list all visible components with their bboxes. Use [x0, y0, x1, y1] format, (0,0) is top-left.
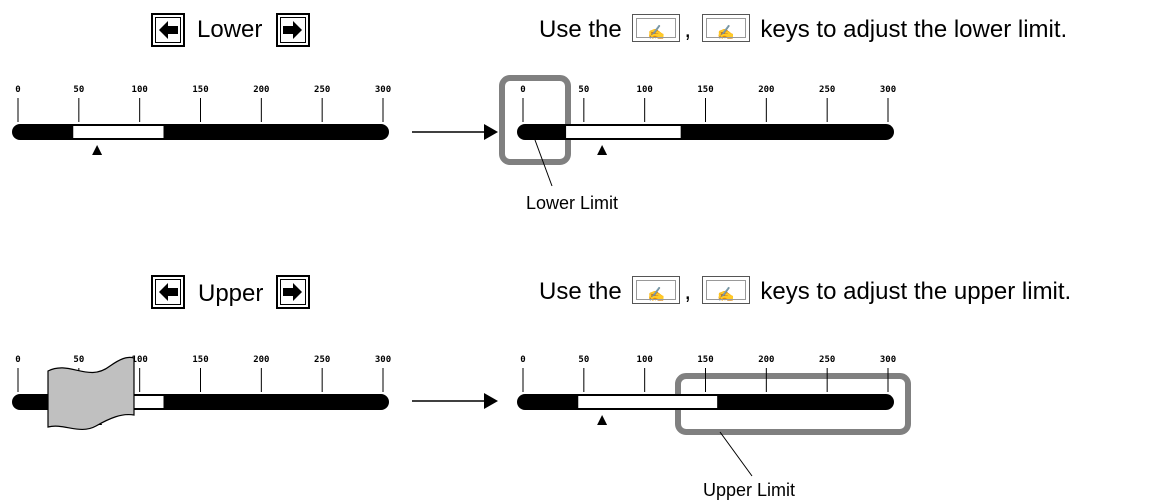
right-arrow-icon: [283, 21, 302, 39]
tick-label: 300: [375, 355, 391, 365]
bar-body: [12, 124, 389, 140]
tick-label: 0: [15, 355, 20, 365]
marker-triangle: [597, 415, 608, 425]
tick-label: 50: [73, 355, 84, 365]
upper-limit-label: Upper Limit: [703, 480, 796, 500]
upper-label: Upper: [198, 280, 264, 307]
edit-key-icon: ✍: [632, 275, 681, 304]
bar-window: [565, 125, 682, 139]
left-arrow-icon: [159, 283, 178, 301]
tick-label: 250: [314, 355, 330, 365]
transition-arrow-lower: [412, 124, 498, 140]
tick-label: 300: [375, 85, 391, 95]
scale-bar-lower-before: 0 50 100 150 200 250 300: [12, 85, 391, 155]
tick-label: 300: [880, 85, 896, 95]
edit-key-icon: ✍: [632, 13, 681, 42]
left-arrow-button-upper[interactable]: [151, 275, 185, 309]
marker-triangle: [92, 145, 103, 155]
lower-limit-leader: [534, 139, 553, 187]
upper-limit-leader: [719, 431, 753, 477]
bar-window: [72, 125, 165, 139]
tick-label: 250: [819, 355, 835, 365]
lower-limit-highlight: [499, 75, 571, 165]
tick-label: 50: [578, 355, 589, 365]
tick-label: 50: [73, 85, 84, 95]
tick-label: 150: [697, 355, 713, 365]
tick-label: 100: [637, 355, 653, 365]
marker-triangle: [597, 145, 608, 155]
left-arrow-icon: [159, 21, 178, 39]
tick-label: 0: [520, 355, 525, 365]
tick-label: 50: [578, 85, 589, 95]
scale-bar-lower-after: 0 50 100 150 200 250 300: [517, 85, 896, 155]
transition-arrow-upper: [412, 393, 498, 409]
flag-shape: [47, 356, 135, 430]
tick-label: 0: [520, 85, 525, 95]
tick-label: 100: [132, 355, 148, 365]
tick-label: 150: [697, 85, 713, 95]
edit-key-icon: ✍: [701, 13, 750, 42]
lower-instruction: Use the ✍, ✍ keys to adjust the lower li…: [539, 13, 1067, 45]
tick-label: 150: [192, 85, 208, 95]
left-arrow-button-lower[interactable]: [151, 13, 185, 47]
tick-label: 300: [880, 355, 896, 365]
scale-bar-upper-after: 0 50 100 150 200 250 300: [517, 355, 896, 425]
edit-key-icon: ✍: [701, 275, 750, 304]
tick-label: 250: [314, 85, 330, 95]
right-arrow-icon: [283, 283, 302, 301]
bar-window: [577, 395, 719, 409]
tick-label: 200: [253, 355, 269, 365]
tick-label: 250: [819, 85, 835, 95]
tick-label: 150: [192, 355, 208, 365]
lower-limit-label: Lower Limit: [526, 193, 619, 213]
right-arrow-button-upper[interactable]: [276, 275, 310, 309]
tick-label: 100: [132, 85, 148, 95]
tick-label: 0: [15, 85, 20, 95]
tick-label: 100: [637, 85, 653, 95]
tick-label: 200: [758, 355, 774, 365]
lower-label: Lower: [197, 16, 263, 43]
upper-instruction: Use the ✍, ✍ keys to adjust the upper li…: [539, 275, 1071, 307]
tick-label: 200: [253, 85, 269, 95]
right-arrow-button-lower[interactable]: [276, 13, 310, 47]
tick-label: 200: [758, 85, 774, 95]
